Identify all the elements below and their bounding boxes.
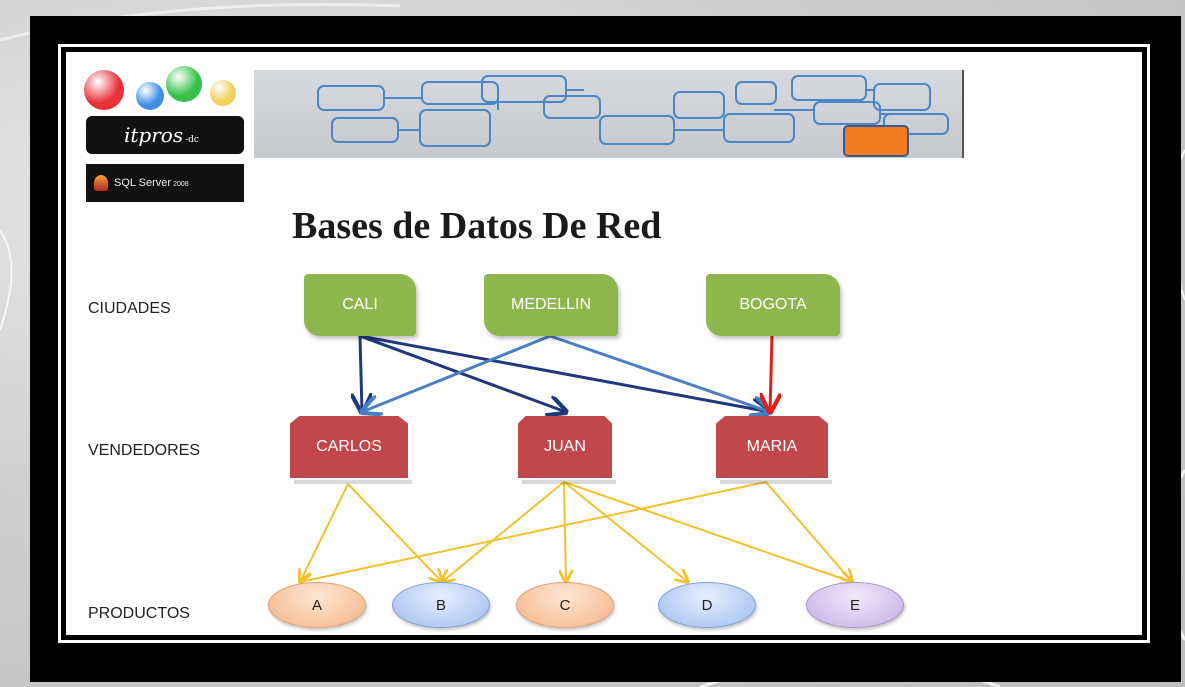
seller-node-juan: JUAN	[518, 416, 612, 478]
product-node-d: D	[658, 582, 756, 628]
sql-server-flame-icon	[94, 175, 108, 191]
row-label-cities: CIUDADES	[88, 300, 171, 317]
slide-title: Bases de Datos De Red	[292, 205, 662, 247]
row-label-sellers: VENDEDORES	[88, 442, 201, 459]
seller-shadow	[522, 480, 616, 484]
seller-shadow	[294, 480, 412, 484]
banner-highlight-table	[843, 125, 909, 157]
itpros-logo: itpros-dc	[86, 116, 244, 154]
seller-node-carlos: CARLOS	[290, 416, 408, 478]
edge-juan-to-b	[442, 481, 565, 582]
logo-dot-icon	[84, 70, 124, 110]
sql-server-logo-version: 2008	[173, 181, 189, 188]
edge-juan-to-e	[563, 481, 852, 582]
edge-layer	[66, 334, 1142, 635]
edge-medellin-to-carlos	[362, 334, 551, 412]
database-banner	[254, 70, 964, 158]
logo-dot-icon	[210, 80, 236, 106]
edge-medellin-to-maria	[549, 334, 770, 412]
database-banner-graphic	[317, 75, 949, 157]
edge-cali-to-maria	[359, 334, 770, 412]
edge-carlos-to-a	[300, 483, 349, 582]
product-node-c: C	[516, 582, 614, 628]
seller-shadow	[720, 480, 832, 484]
product-node-b: B	[392, 582, 490, 628]
city-node-medellin: MEDELLIN	[484, 274, 618, 336]
edge-maria-to-a	[300, 481, 767, 582]
seller-node-maria: MARIA	[716, 416, 828, 478]
edge-maria-to-e	[765, 481, 852, 582]
edge-juan-to-c	[564, 481, 566, 582]
logo-dot-icon	[166, 66, 202, 102]
edge-cali-to-juan	[359, 334, 566, 412]
row-label-products: PRODUCTOS	[88, 605, 190, 622]
edge-juan-to-d	[563, 481, 688, 582]
city-node-bogota: BOGOTA	[706, 274, 840, 336]
edge-cali-to-carlos	[360, 335, 362, 412]
edge-bogota-to-maria	[770, 335, 772, 412]
logo-dot-icon	[136, 82, 164, 110]
product-node-a: A	[268, 582, 366, 628]
sql-server-logo-text: SQL Server	[114, 177, 172, 189]
itpros-logo-text: itpros	[124, 123, 184, 147]
edge-carlos-to-b	[347, 483, 442, 582]
itpros-logo-suffix: -dc	[185, 135, 199, 145]
city-node-cali: CALI	[304, 274, 416, 336]
product-node-e: E	[806, 582, 904, 628]
